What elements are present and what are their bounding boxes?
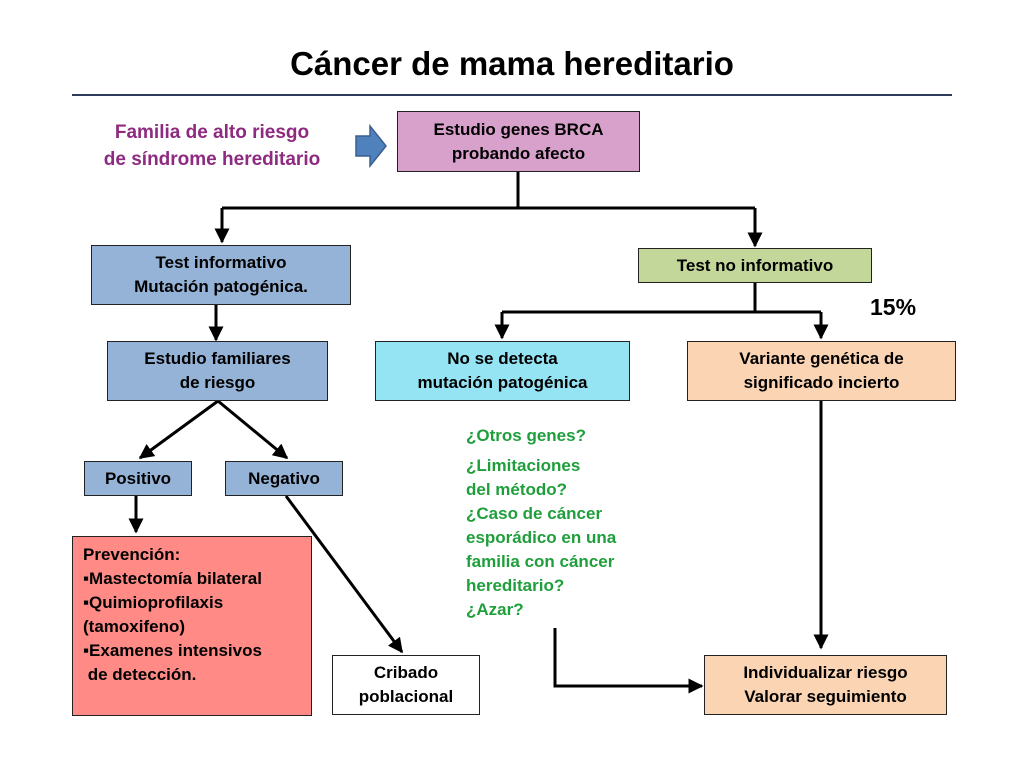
prevencion-item: (tamoxifeno) [83,617,185,636]
question-line: familia con cáncer [466,552,615,571]
family-label-line-1: Familia de alto riesgo [114,122,310,143]
node-variante-line-1: Variante genética de [739,349,904,368]
node-informativo-line-2: Mutación patogénica. [134,277,308,296]
question-line: ¿Caso de cáncer [466,504,603,523]
arrow-to-cribado [284,495,404,654]
question-line: ¿Azar? [466,600,524,619]
node-cribado-line-1: Cribado [373,663,439,682]
right-block-arrow-icon [355,123,387,169]
node-test-no-informativo: Test no informativo [638,248,872,283]
node-familiares-line-2: de riesgo [179,373,256,392]
family-label: Familia de alto riesgo de síndrome hered… [72,119,352,173]
question-line: ¿Otros genes? [466,426,586,445]
prevencion-item: ▪Examenes intensivos [83,641,262,660]
node-variante-line-2: significado incierto [743,373,900,392]
node-no-detecta: No se detecta mutación patogénica [375,341,630,401]
node-no-detecta-line-1: No se detecta [447,349,558,368]
page-title: Cáncer de mama hereditario [290,45,734,82]
prevencion-item: ▪Mastectomía bilateral [83,569,262,588]
node-test-informativo: Test informativo Mutación patogénica. [91,245,351,305]
prevencion-item: de detección. [83,665,197,684]
arrow-to-negativo [217,399,289,460]
node-cribado-line-2: poblacional [358,687,454,706]
node-variante: Variante genética de significado inciert… [687,341,956,401]
question-line: esporádico en una [466,528,617,547]
family-label-line-2: de síndrome hereditario [103,149,321,170]
node-brca-line-1: Estudio genes BRCA [433,119,604,139]
node-positivo: Positivo [84,461,192,496]
percent-label: 15% [870,294,917,320]
node-cribado: Cribado poblacional [332,655,480,715]
node-brca-study: Estudio genes BRCA probando afecto [397,111,640,172]
node-individualizar-line-2: Valorar seguimiento [744,687,907,706]
node-brca-line-2: probando afecto [451,143,586,163]
node-informativo-line-1: Test informativo [155,253,287,272]
arrow-to-positivo [138,399,219,460]
question-line: ¿Limitaciones [466,456,581,475]
node-individualizar: Individualizar riesgo Valorar seguimient… [704,655,947,715]
node-prevencion: Prevención: ▪Mastectomía bilateral ▪Quim… [72,536,312,716]
node-estudio-familiares: Estudio familiares de riesgo [107,341,328,401]
node-individualizar-line-1: Individualizar riesgo [743,663,908,682]
node-negativo: Negativo [225,461,343,496]
node-no-detecta-line-2: mutación patogénica [417,373,588,392]
prevencion-heading: Prevención: [83,545,181,564]
prevencion-item: ▪Quimioprofilaxis [83,593,224,612]
open-questions: ¿Otros genes? ¿Limitaciones del método? … [466,424,616,622]
question-line: hereditario? [466,576,565,595]
node-familiares-line-1: Estudio familiares [144,349,291,368]
title-rule [72,94,952,96]
arrow-questions-to-individualizar [553,628,704,694]
question-line: del método? [466,480,568,499]
